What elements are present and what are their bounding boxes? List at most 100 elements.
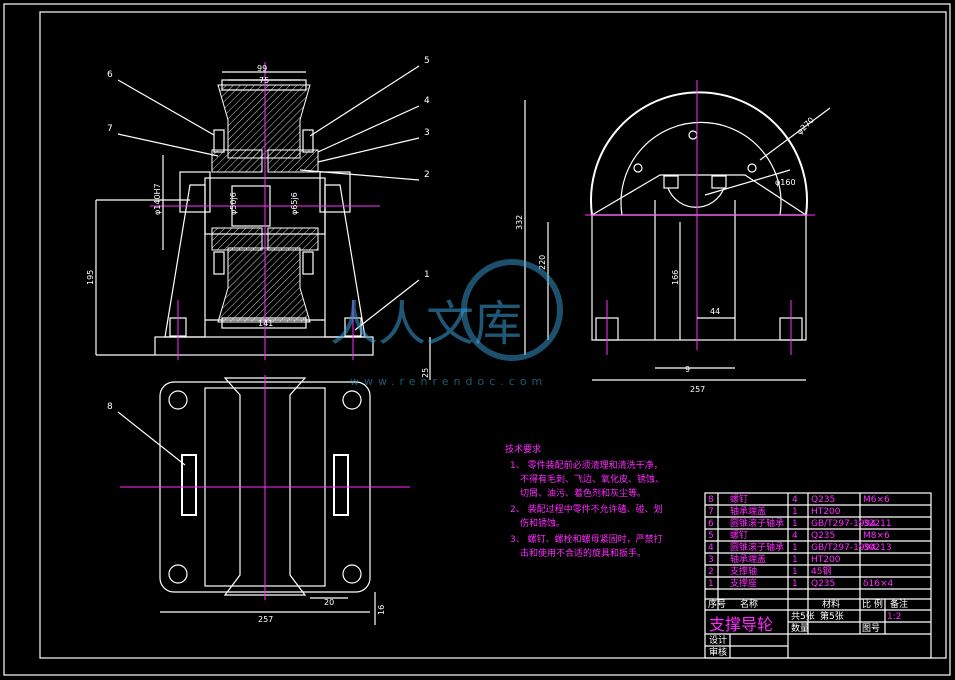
dim-220: 220 [538,255,547,270]
tech-line: 击和使用不合适的旋具和扳手。 [520,547,646,559]
drawing-title: 支撑导轮 [709,615,773,634]
dim-25: 25 [421,368,430,378]
dim-99: 99 [257,64,267,73]
part-qty: 1 [792,567,798,577]
tech-line: 不得有毛刺、飞边、氧化皮、锈蚀、 [520,473,664,485]
tech-line: 3、 螺钉、螺栓和螺母紧固时，严禁打 [510,533,663,545]
dim-166: 166 [671,270,680,285]
part-no: 1 [708,579,714,589]
part-name: 圆锥滚子轴承 [730,517,784,529]
part-qty: 1 [792,579,798,589]
dim-257-side: 257 [690,385,705,394]
part-remark: 32211 [863,519,892,529]
title-block: 8 螺钉 4 Q235 M6×6 7 轴承端盖 1 HT200 6 圆锥滚子轴承… [704,492,932,659]
dim-9: 9 [685,365,690,374]
scale-value: 1:2 [887,612,901,622]
top-view-dimensions: 257 20 16 [160,592,386,625]
dim-phi65j6: φ65j6 [290,192,299,215]
drawing-frame [3,3,951,676]
dim-phi50j6: φ50j6 [229,192,238,215]
top-view [120,375,410,600]
dim-16: 16 [377,605,386,615]
part-remark: M8×6 [863,531,890,541]
part-remark: δ16×4 [863,579,893,589]
header-name: 名称 [740,598,758,610]
callout-8: 8 [107,402,113,412]
part-row-7: 7 轴承端盖 1 HT200 [708,505,841,517]
dim-phi160: φ160 [775,178,796,187]
part-no: 8 [708,495,714,505]
part-material: HT200 [811,507,841,517]
header-seq: 序号 [708,598,726,610]
part-qty: 1 [792,555,798,565]
tech-line: 切屑、油污、着色剂和灰尘等。 [520,487,646,499]
part-no: 4 [708,543,714,553]
part-no: 3 [708,555,714,565]
watermark-url: www.renrendoc.com [350,375,547,388]
callout-4: 4 [424,96,430,106]
callout-1: 1 [424,270,430,280]
header-remark: 备注 [890,598,908,610]
part-qty: 4 [792,495,798,505]
tech-requirements: 技术要求 1、 零件装配前必须清理和清洗干净， 不得有毛刺、飞边、氧化皮、锈蚀、… [505,443,664,559]
part-material: 45钢 [811,565,831,577]
dim-195: 195 [86,270,95,285]
part-qty: 1 [792,507,798,517]
dim-75: 75 [259,76,269,85]
dim-257-top: 257 [258,615,273,624]
part-row-5: 5 螺钉 4 Q235 M8×6 [708,530,890,541]
part-name: 轴承端盖 [730,553,766,565]
part-remark: M6×6 [863,495,890,505]
quantity-label: 数量 [791,622,809,634]
tech-line: 2、 装配过程中零件不允许磕、碰、划 [510,503,663,515]
dim-20: 20 [324,598,334,607]
part-name: 圆锥滚子轴承 [730,541,784,553]
callout-leaders: 6 7 5 4 3 2 1 8 [107,56,430,466]
part-qty: 1 [792,519,798,529]
part-qty: 4 [792,531,798,541]
part-no: 2 [708,567,714,577]
part-name: 螺钉 [730,530,748,541]
part-row-3: 3 轴承端盖 1 HT200 [708,553,841,565]
tech-line: 伤和锈蚀。 [520,517,565,529]
dim-phi270: φ270 [795,116,816,137]
part-material: GB/T297-1994 [811,543,876,553]
callout-6: 6 [107,70,113,80]
side-view-dimensions: 332 220 166 44 9 257 φ270 φ160 [515,100,831,394]
header-material: 材料 [822,598,840,610]
part-material: HT200 [811,555,841,565]
review-label: 审核 [709,646,727,658]
part-name: 轴承端盖 [730,505,766,517]
part-remark: 30213 [863,543,892,553]
part-row-4: 4 圆锥滚子轴承 1 GB/T297-1994 30213 [708,541,892,553]
part-material: Q235 [811,495,835,505]
dim-phi140h7: φ140H7 [153,183,162,215]
part-row-1: 1 支撑座 1 Q235 δ16×4 [708,577,893,589]
part-qty: 1 [792,543,798,553]
part-material: Q235 [811,579,835,589]
dim-44: 44 [710,307,720,316]
sheet-number: 第5张 [820,610,844,622]
front-view-dimensions: 99 75 φ140H7 φ50j6 φ65j6 195 141 25 [86,64,431,380]
part-material: Q235 [811,531,835,541]
parts-grid [705,493,931,658]
drawing-no-label: 图号 [862,623,880,634]
side-view [585,80,815,355]
header-scale: 比 例 [862,598,883,610]
design-label: 设计 [709,634,727,646]
part-material: GB/T297-1994 [811,519,876,529]
part-row-8: 8 螺钉 4 Q235 M6×6 [708,494,890,505]
part-row-2: 2 支撑轴 1 45钢 [708,565,831,577]
watermark: 人人文库 www.renrendoc.com [330,259,563,388]
front-view [150,62,380,360]
sheets-total: 共5张 [791,611,815,622]
part-no: 6 [708,519,714,529]
callout-2: 2 [424,170,430,180]
callout-7: 7 [107,124,113,134]
part-no: 7 [708,507,714,517]
part-name: 支撑轴 [730,565,757,577]
watermark-text: 人人文库 [330,296,522,352]
callout-3: 3 [424,128,430,138]
part-name: 支撑座 [730,577,757,589]
